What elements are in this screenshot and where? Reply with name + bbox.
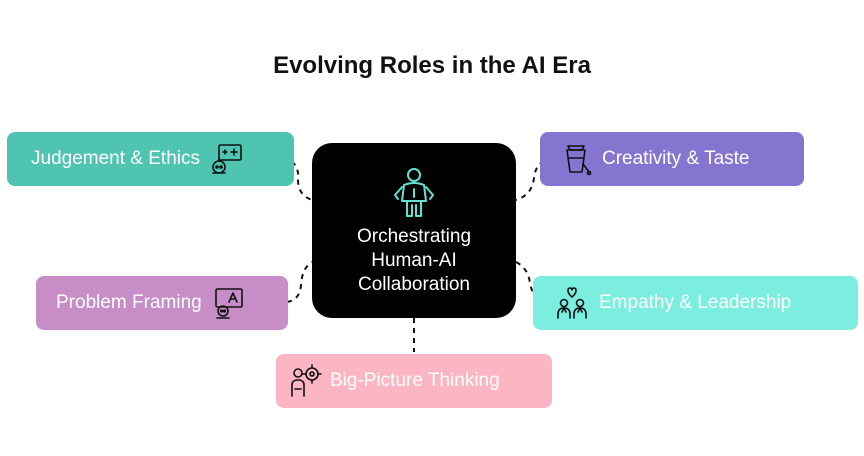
role-big-picture-thinking: Big-Picture Thinking xyxy=(276,354,552,408)
role-label: Big-Picture Thinking xyxy=(330,370,500,391)
connector-problem xyxy=(286,261,313,303)
diagram-title: Evolving Roles in the AI Era xyxy=(273,52,591,79)
role-empathy-leadership: Empathy & Leadership xyxy=(533,276,858,330)
role-judgement-ethics: Judgement & Ethics xyxy=(7,132,294,186)
hub-label: Orchestrating Human-AI Collaboration xyxy=(356,226,472,295)
connector-judgement xyxy=(282,156,313,201)
role-creativity-taste: Creativity & Taste xyxy=(540,132,804,186)
role-label: Problem Framing xyxy=(56,292,202,313)
connector-creativity xyxy=(515,156,554,201)
role-label: Judgement & Ethics xyxy=(31,148,200,169)
drink-cup-icon xyxy=(560,142,594,176)
role-label: Empathy & Leadership xyxy=(599,292,792,313)
people-heart-icon xyxy=(555,286,589,320)
person-target-icon xyxy=(288,364,322,398)
robot-scales-icon xyxy=(210,142,244,176)
ai-screen-robot-icon xyxy=(212,286,246,320)
central-hub: Orchestrating Human-AI Collaboration xyxy=(312,143,516,318)
humanoid-robot-icon xyxy=(390,167,438,224)
role-label: Creativity & Taste xyxy=(602,148,750,169)
role-problem-framing: Problem Framing xyxy=(36,276,288,330)
